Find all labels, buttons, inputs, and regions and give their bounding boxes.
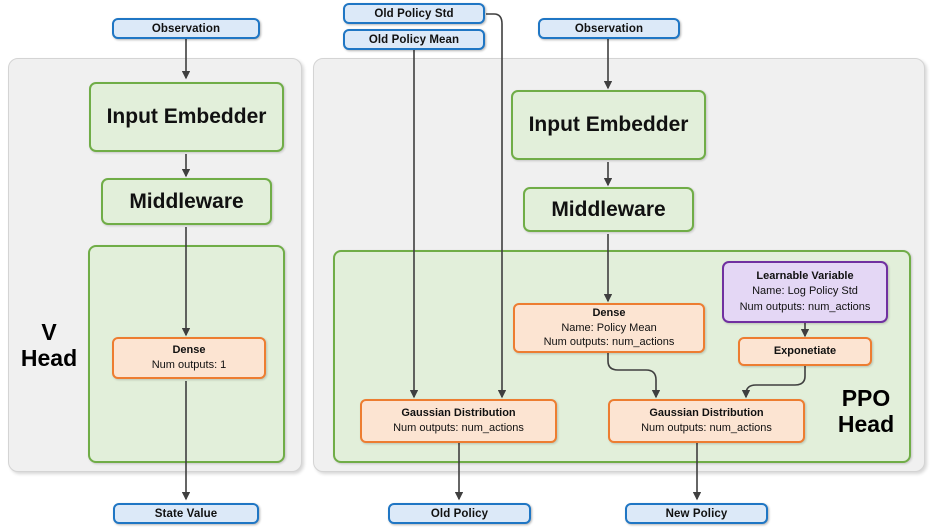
ppo-exponetiate-box[interactable]: Exponetiate	[738, 337, 872, 366]
ppo-middleware[interactable]: Middleware	[523, 187, 694, 232]
v-dense-line2: Num outputs: 1	[151, 359, 227, 371]
input-observation-left[interactable]: Observation	[112, 18, 260, 39]
ppo-gaussian-distribution-new-box[interactable]: Gaussian Distribution Num outputs: num_a…	[608, 399, 805, 443]
ppo-gaussian-old-title: Gaussian Distribution	[401, 407, 516, 420]
v-head-label: V Head	[20, 319, 78, 371]
output-new-policy[interactable]: New Policy	[625, 503, 768, 524]
input-old-policy-mean[interactable]: Old Policy Mean	[343, 29, 485, 50]
ppo-dense-policy-mean-box[interactable]: Dense Name: Policy Mean Num outputs: num…	[513, 303, 705, 353]
v-middleware[interactable]: Middleware	[101, 178, 272, 225]
ppo-learnable-variable-line3: Num outputs: num_actions	[739, 300, 871, 313]
input-old-policy-std[interactable]: Old Policy Std	[343, 3, 485, 24]
ppo-dense-title: Dense	[592, 306, 626, 319]
ppo-gaussian-new-title: Gaussian Distribution	[649, 407, 764, 420]
ppo-dense-line3: Num outputs: num_actions	[543, 336, 675, 349]
ppo-learnable-variable-title: Learnable Variable	[756, 270, 854, 283]
v-dense-title: Dense	[172, 344, 206, 357]
ppo-learnable-variable-line2: Name: Log Policy Std	[752, 285, 858, 298]
input-observation-right[interactable]: Observation	[538, 18, 680, 39]
v-input-embedder[interactable]: Input Embedder	[89, 82, 284, 152]
ppo-learnable-variable-box[interactable]: Learnable Variable Name: Log Policy Std …	[722, 261, 888, 323]
v-dense-box[interactable]: Dense Num outputs: 1	[112, 337, 266, 379]
output-old-policy[interactable]: Old Policy	[388, 503, 531, 524]
ppo-gaussian-distribution-old-box[interactable]: Gaussian Distribution Num outputs: num_a…	[360, 399, 557, 443]
ppo-dense-line2: Name: Policy Mean	[561, 321, 657, 334]
ppo-gaussian-old-line2: Num outputs: num_actions	[393, 422, 524, 434]
ppo-input-embedder[interactable]: Input Embedder	[511, 90, 706, 160]
ppo-exponetiate-title: Exponetiate	[773, 345, 837, 358]
ppo-head-label: PPO Head	[837, 385, 895, 437]
output-state-value[interactable]: State Value	[113, 503, 259, 524]
ppo-gaussian-new-line2: Num outputs: num_actions	[641, 422, 772, 434]
